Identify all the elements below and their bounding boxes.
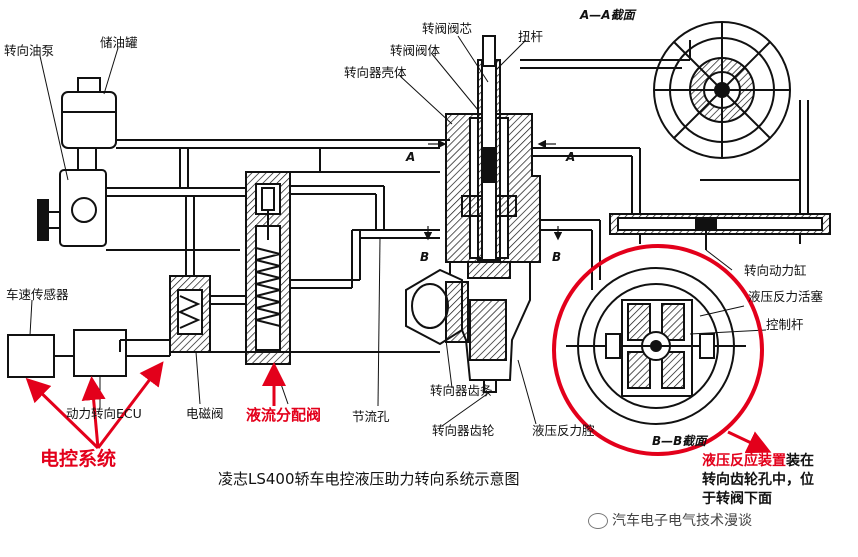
watermark-text: 汽车电子电气技术漫谈 xyxy=(612,513,752,529)
wechat-icon xyxy=(588,513,608,529)
reaction-device-highlight xyxy=(552,244,764,456)
reaction-device-note: 液压反应装置装在 转向齿轮孔中，位 于转阀下面 xyxy=(702,452,814,509)
note-line2: 转向齿轮孔中，位 xyxy=(702,472,814,488)
label-section-bb: B—B截面 xyxy=(652,434,707,448)
label-reaction-piston: 液压反力活塞 xyxy=(748,289,824,304)
reservoir-tank xyxy=(61,91,117,149)
label-ecu: 动力转向ECU xyxy=(66,406,142,421)
label-speed-sensor: 车速传感器 xyxy=(6,287,69,302)
label-pinion: 转向器齿轮 xyxy=(432,423,495,438)
label-valve-core: 转阀阀芯 xyxy=(422,21,473,36)
watermark: 汽车电子电气技术漫谈 xyxy=(588,510,752,530)
label-rack: 转向器齿条 xyxy=(430,383,493,398)
label-valve-body: 转阀阀体 xyxy=(390,43,441,58)
label-a-right: A xyxy=(566,150,576,164)
label-b-right: B xyxy=(552,250,562,264)
note-line3: 于转阀下面 xyxy=(702,491,772,507)
ecu-box xyxy=(73,329,127,377)
label-torsion-bar: 扭杆 xyxy=(518,29,544,44)
label-flow-valve: 液流分配阀 xyxy=(246,406,322,424)
speed-sensor-box xyxy=(7,334,55,378)
label-gear-housing: 转向器壳体 xyxy=(344,65,407,80)
pump-body xyxy=(59,169,107,247)
label-orifice: 节流孔 xyxy=(352,409,390,424)
note-line1-rest: 装在 xyxy=(786,453,814,469)
label-cylinder: 转向动力缸 xyxy=(744,263,807,278)
label-electronic-control: 电控系统 xyxy=(40,448,117,470)
label-solenoid: 电磁阀 xyxy=(186,406,224,421)
caption: 凌志LS400轿车电控液压助力转向系统示意图 xyxy=(218,470,520,488)
label-a-left: A xyxy=(406,150,416,164)
label-reaction-chamber: 液压反力腔 xyxy=(532,423,595,438)
label-pump: 转向油泵 xyxy=(4,43,55,58)
note-highlight: 液压反应装置 xyxy=(702,453,786,469)
label-section-aa: A—A截面 xyxy=(580,8,635,22)
label-control-rod: 控制杆 xyxy=(766,317,804,332)
label-reservoir: 储油罐 xyxy=(100,35,138,50)
label-b-left: B xyxy=(420,250,430,264)
